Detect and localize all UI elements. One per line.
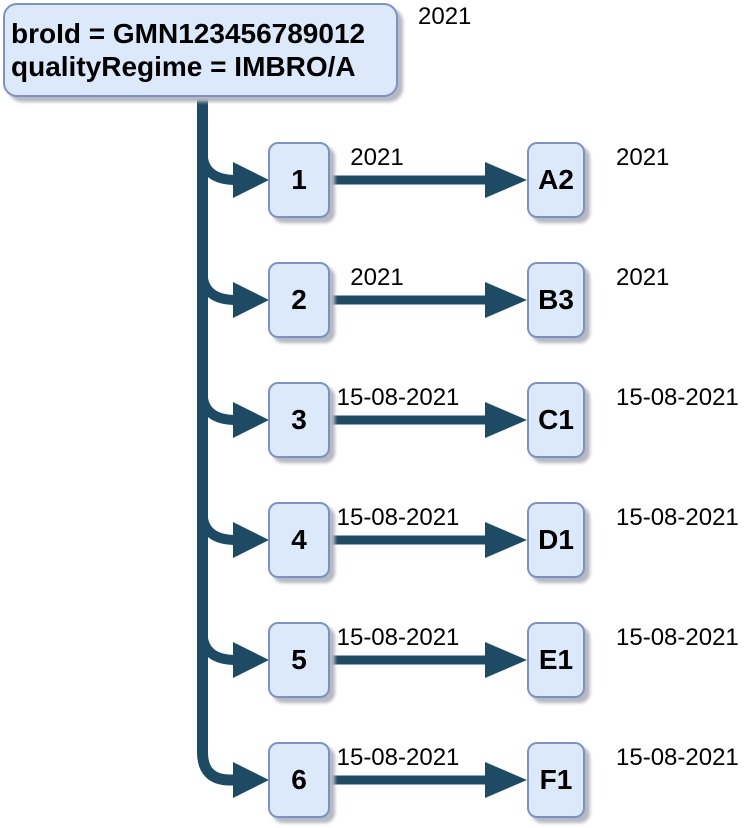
edge-date-label: 15-08-2021 xyxy=(336,624,460,651)
branch-arrowhead xyxy=(233,642,269,678)
branch-arrowhead xyxy=(233,762,269,798)
tube-node-label: 3 xyxy=(291,404,307,435)
edge-date-label: 15-08-2021 xyxy=(336,504,460,531)
branch-arrowhead xyxy=(233,282,269,318)
tube-node-label: 2 xyxy=(291,284,307,315)
side-date-label: 15-08-2021 xyxy=(616,624,739,651)
branch-elbow xyxy=(197,511,237,545)
target-node-f1[interactable]: F1 xyxy=(527,742,585,818)
side-date-label: 15-08-2021 xyxy=(616,504,739,531)
side-date-label: 15-08-2021 xyxy=(616,384,739,411)
tube-node-label: 4 xyxy=(291,524,307,555)
target-node-label: B3 xyxy=(538,284,574,315)
tube-node-label: 5 xyxy=(291,644,307,675)
side-date-label: 2021 xyxy=(616,144,670,171)
root-node-broid: broId = GMN123456789012 xyxy=(11,18,366,49)
tube-node-label: 1 xyxy=(291,164,307,195)
root-year-label: 2021 xyxy=(418,3,472,30)
target-node-label: D1 xyxy=(538,524,574,555)
branch-elbow xyxy=(197,631,237,665)
tube-node-2[interactable]: 2 xyxy=(268,262,330,338)
edge-arrowhead xyxy=(485,642,527,678)
edge-arrowhead xyxy=(485,162,527,198)
branch-arrowhead xyxy=(233,402,269,438)
branch-arrowhead xyxy=(233,162,269,198)
root-node[interactable]: broId = GMN123456789012 qualityRegime = … xyxy=(3,3,398,97)
target-node-label: F1 xyxy=(539,764,573,795)
edge-date-label: 15-08-2021 xyxy=(336,384,460,411)
root-node-quality-regime: qualityRegime = IMBRO/A xyxy=(11,51,356,82)
trunk-line xyxy=(197,95,236,786)
side-date-label: 2021 xyxy=(616,264,670,291)
target-node-e1[interactable]: E1 xyxy=(527,622,585,698)
tube-node-4[interactable]: 4 xyxy=(268,502,330,578)
target-node-c1[interactable]: C1 xyxy=(527,382,585,458)
tube-row-4: 4 15-08-2021 D1 15-08-2021 xyxy=(0,502,750,578)
branch-arrowhead xyxy=(233,522,269,558)
edge-date-label: 15-08-2021 xyxy=(336,744,460,771)
branch-elbow xyxy=(197,391,237,425)
tube-node-6[interactable]: 6 xyxy=(268,742,330,818)
side-date-label: 15-08-2021 xyxy=(616,744,739,771)
tube-row-5: 5 15-08-2021 E1 15-08-2021 xyxy=(0,622,750,698)
tube-row-3: 3 15-08-2021 C1 15-08-2021 xyxy=(0,382,750,458)
edge-arrowhead xyxy=(485,522,527,558)
tube-node-5[interactable]: 5 xyxy=(268,622,330,698)
tube-row-6: 6 15-08-2021 F1 15-08-2021 xyxy=(0,742,750,818)
tube-row-1: 1 2021 A2 2021 xyxy=(0,142,750,218)
edge-arrowhead xyxy=(485,762,527,798)
tube-node-label: 6 xyxy=(291,764,307,795)
branch-elbow xyxy=(197,151,237,185)
target-node-label: C1 xyxy=(538,404,574,435)
edge-arrowhead xyxy=(485,402,527,438)
target-node-label: E1 xyxy=(538,644,574,675)
tube-node-1[interactable]: 1 xyxy=(268,142,330,218)
target-node-b3[interactable]: B3 xyxy=(527,262,585,338)
target-node-label: A2 xyxy=(538,164,574,195)
edge-date-label: 2021 xyxy=(350,264,404,291)
tube-node-3[interactable]: 3 xyxy=(268,382,330,458)
target-node-d1[interactable]: D1 xyxy=(527,502,585,578)
tube-row-2: 2 2021 B3 2021 xyxy=(0,262,750,338)
branch-elbow xyxy=(197,271,237,305)
edge-arrowhead xyxy=(485,282,527,318)
edge-date-label: 2021 xyxy=(350,144,404,171)
target-node-a2[interactable]: A2 xyxy=(527,142,585,218)
